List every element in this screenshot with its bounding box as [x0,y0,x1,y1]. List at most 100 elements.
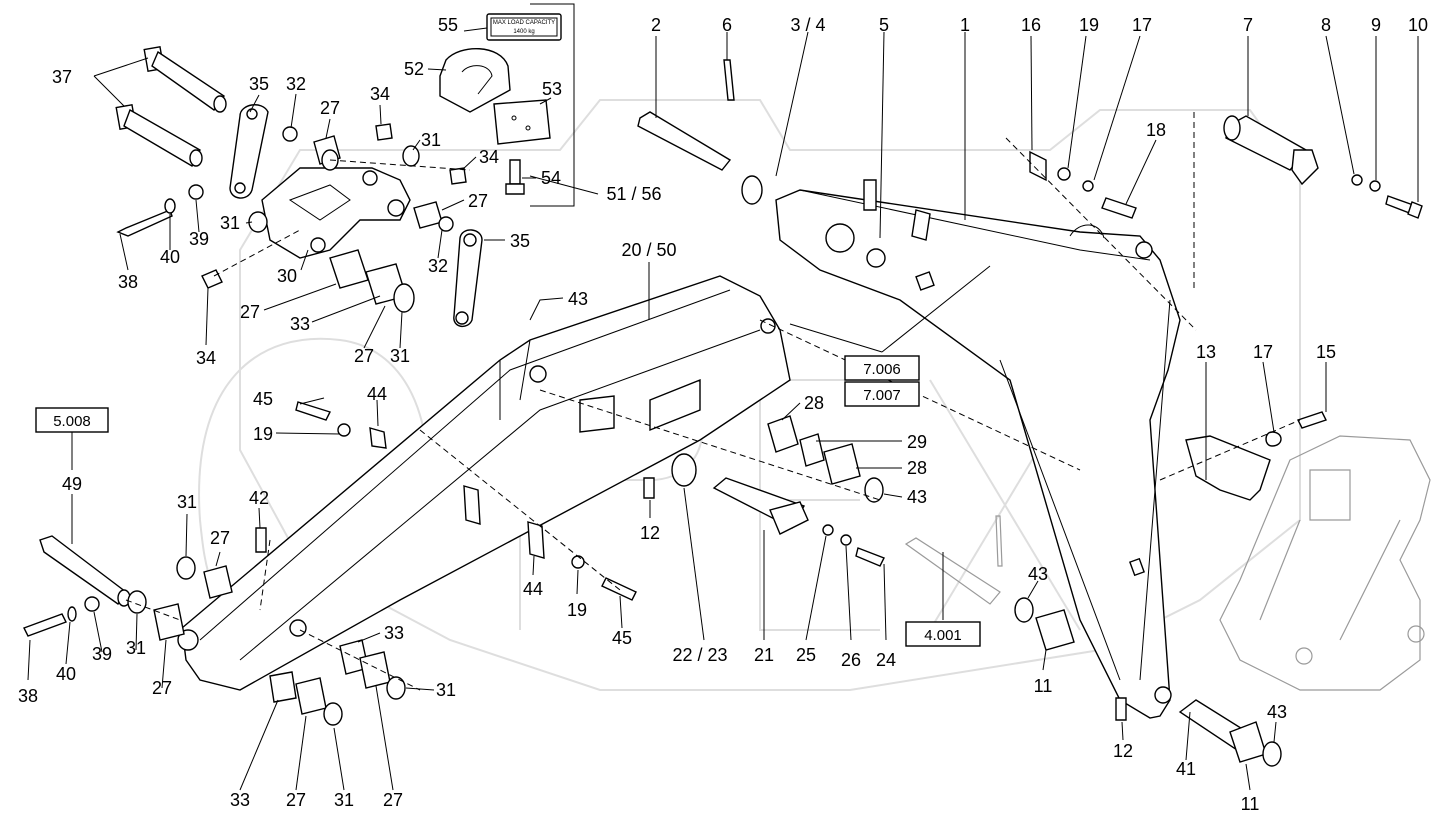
leader-lines [27,27,1419,791]
ring-29 [799,433,825,467]
bushing-28-lower [823,443,861,485]
washer-43-center [864,477,884,503]
part-labels: 37 35 32 27 34 55 52 53 54 51 / 56 31 34… [18,15,1428,814]
link-35-top [229,104,269,199]
label-19: 19 [1079,15,1099,35]
label-28: 28 [804,393,824,413]
grease-42 [255,527,267,553]
washer-17-right [1265,431,1282,447]
bracket-30 [261,167,411,259]
label-25: 25 [796,645,816,665]
label-12: 12 [1113,741,1133,761]
label-27: 27 [286,790,306,810]
bushing-27-right [413,201,443,229]
label-24: 24 [876,650,896,670]
label-45: 45 [612,628,632,648]
label-32: 32 [428,256,448,276]
pin-6 [723,59,735,101]
label-34: 34 [196,348,216,368]
ref-4001: 4.001 [924,627,962,644]
washer-43-right [1014,597,1034,623]
label-8: 8 [1321,15,1331,35]
washer-40-lower [67,606,77,622]
bracket-13 [1185,435,1271,501]
pin-2 [637,111,732,171]
bolt-54 [509,159,521,185]
label-34: 34 [479,147,499,167]
ref-box-7006 [844,355,920,381]
label-22-23: 22 / 23 [672,645,727,665]
grease-8 [1351,174,1363,186]
label-16: 16 [1021,15,1041,35]
label-18: 18 [1146,120,1166,140]
washer-31-low-c [323,702,343,726]
label-31: 31 [220,213,240,233]
label-43: 43 [1267,702,1287,722]
bushing-33-low [269,671,297,703]
grease-12-lower [1115,697,1127,721]
link-35-lower [453,229,483,327]
bolt-38-upper [116,209,173,237]
label-30: 30 [277,266,297,286]
washer-31-upper [402,145,420,167]
label-26: 26 [841,650,861,670]
label-19: 19 [253,424,273,444]
label-51-56: 51 / 56 [606,184,661,204]
washer-22-23 [671,453,697,487]
label-31: 31 [436,680,456,700]
label-53: 53 [542,79,562,99]
label-31: 31 [334,790,354,810]
label-31: 31 [390,346,410,366]
label-20-50: 20 / 50 [621,240,676,260]
center-pin-group [643,415,885,567]
decal-text-line2: 1400 kg [513,29,534,35]
label-27: 27 [152,678,172,698]
label-12: 12 [640,523,660,543]
label-33: 33 [290,314,310,334]
label-1: 1 [960,15,970,35]
washer-3-4 [741,175,763,205]
washer-17-top [1082,180,1094,192]
ref-7007: 7.007 [863,387,901,404]
label-7: 7 [1243,15,1253,35]
bushing-27-right-low [359,651,391,689]
label-54: 54 [541,168,561,188]
label-31: 31 [126,638,146,658]
washer-40-upper [164,198,176,214]
clip-16 [1029,150,1047,182]
ref-box-7007 [844,381,920,407]
label-39: 39 [189,229,209,249]
label-31: 31 [421,130,441,150]
grease-nipple-34-mid [449,167,467,185]
label-17: 17 [1132,15,1152,35]
bushing-27-low-a [153,603,185,641]
clip-44-upper [369,427,387,449]
label-42: 42 [249,488,269,508]
right-lower-pin-group [904,515,1282,767]
pin-49 [39,535,127,605]
label-33: 33 [230,790,250,810]
label-49: 49 [62,474,82,494]
boom-20 [177,275,791,691]
label-52: 52 [404,59,424,79]
bucket-linkage-ghost [1185,411,1431,691]
bushing-28-upper [767,415,799,453]
label-40: 40 [160,247,180,267]
decal-text-line1: MAX LOAD CAPACITY [493,20,555,26]
clip-44-left [463,485,481,525]
label-17: 17 [1253,342,1273,362]
bushing-11-upper [1035,609,1075,651]
label-27: 27 [468,191,488,211]
assembly-lines [125,112,1301,691]
bolt-15 [1297,411,1327,429]
label-27: 27 [354,346,374,366]
bolt-24 [855,547,885,567]
label-43: 43 [1028,564,1048,584]
nut-19-top [1057,167,1071,181]
label-34: 34 [370,84,390,104]
ring-32-right [438,216,454,232]
decal-group: MAX LOAD CAPACITY 1400 kg [439,3,575,207]
ref-5008: 5.008 [53,413,91,430]
arm-fasteners [637,59,1137,219]
